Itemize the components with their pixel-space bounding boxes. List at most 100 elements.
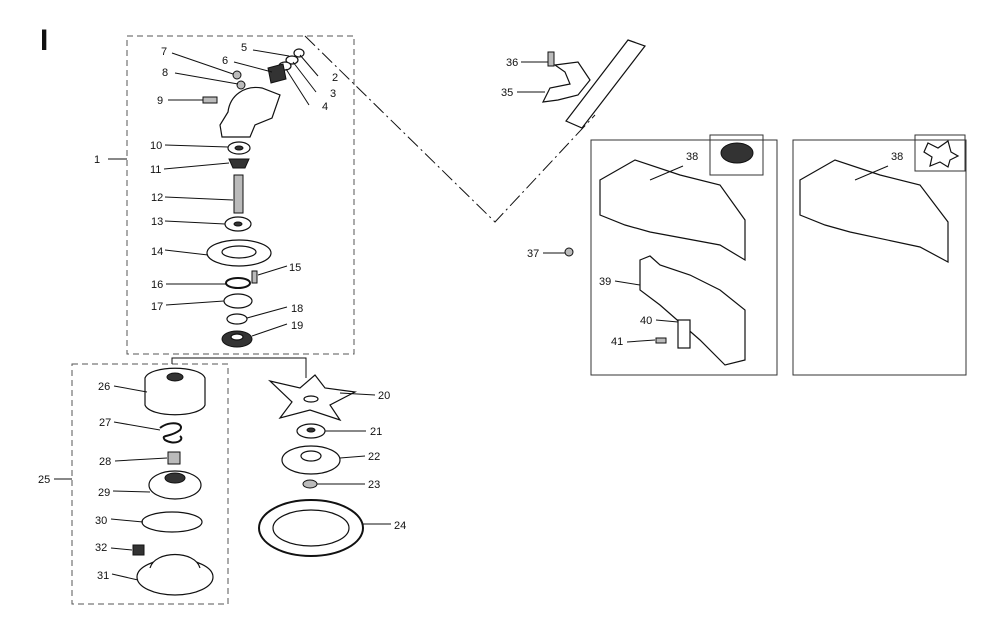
callout-leader — [110, 547, 133, 551]
callout-leader — [164, 144, 229, 148]
callout-leader — [114, 457, 168, 462]
callout-31: 31 — [97, 570, 109, 582]
callout-17: 17 — [151, 301, 163, 313]
callout-6: 6 — [222, 55, 228, 67]
callout-leader — [113, 421, 161, 431]
callout-26: 26 — [98, 381, 110, 393]
callout-leader — [233, 61, 273, 73]
part-9-screw — [202, 96, 218, 104]
callout-41: 41 — [611, 336, 623, 348]
callout-20: 20 — [378, 390, 390, 402]
callout-25: 25 — [38, 474, 50, 486]
callout-15: 15 — [289, 262, 301, 274]
part-17-washer — [223, 293, 253, 309]
part-24-guard-ring-inner — [272, 509, 350, 547]
part-7-screw — [232, 70, 242, 80]
callout-leader — [614, 280, 641, 286]
part-29-spool-hub — [164, 472, 186, 484]
part-12-shaft — [233, 174, 244, 214]
part-26-knob — [166, 372, 184, 382]
part-27-spring — [159, 422, 183, 444]
gear-case — [219, 86, 281, 138]
callout-2: 2 — [332, 72, 338, 84]
callout-1: 1 — [94, 154, 100, 166]
callout-leader — [854, 165, 889, 181]
callout-36: 36 — [506, 57, 518, 69]
callout-leader — [655, 319, 679, 323]
part-15-screw — [251, 270, 258, 284]
callout-leader — [110, 518, 144, 523]
part-29-spool — [148, 470, 202, 500]
callout-40: 40 — [640, 315, 652, 327]
guard-box-blade — [792, 139, 967, 376]
callout-38: 38 — [891, 151, 903, 163]
callout-leader — [251, 323, 288, 337]
guard-38-upper — [599, 159, 746, 262]
part-18-collar — [226, 313, 248, 325]
callout-leader — [292, 61, 317, 93]
part-11-gear — [228, 158, 250, 169]
callout-3: 3 — [330, 88, 336, 100]
callout-leader — [339, 392, 376, 396]
callout-37: 37 — [527, 248, 539, 260]
callout-21: 21 — [370, 426, 382, 438]
callout-leader — [649, 165, 684, 181]
callout-29: 29 — [98, 487, 110, 499]
part-40-bracket — [677, 319, 691, 349]
callout-leader — [163, 162, 230, 170]
part-22-cup-boss — [300, 450, 322, 462]
part-28-bump — [167, 451, 181, 465]
callout-27: 27 — [99, 417, 111, 429]
trimmer-head-group-box — [71, 363, 229, 605]
callout-19: 19 — [291, 320, 303, 332]
callout-leader — [339, 455, 366, 459]
callout-16: 16 — [151, 279, 163, 291]
part-20-blade-hole — [303, 395, 319, 403]
callout-leader — [285, 68, 310, 106]
part-3-ring — [285, 55, 299, 65]
part-30-line — [141, 511, 203, 533]
part-26-spool-cover — [144, 367, 206, 416]
callout-leader — [626, 339, 656, 343]
part-21-washer-hole — [306, 427, 316, 433]
part-41-screw — [655, 337, 667, 344]
shaft-tube — [565, 39, 646, 129]
part-32-eyelet — [132, 544, 145, 556]
callout-leader — [252, 49, 290, 57]
inset-trimmer-head — [709, 134, 764, 176]
callout-leader — [111, 573, 139, 581]
inset-blade-icon — [923, 140, 960, 168]
part-8-screw — [236, 80, 246, 90]
callout-11: 11 — [150, 164, 161, 176]
callout-18: 18 — [291, 303, 303, 315]
callout-10: 10 — [150, 140, 162, 152]
callout-leader — [164, 196, 234, 201]
callout-9: 9 — [157, 95, 163, 107]
callout-12: 12 — [151, 192, 163, 204]
part-19-holder-hole — [230, 333, 244, 341]
inset-trimmer-head-icon — [720, 142, 754, 164]
guard-box-line-trimmer — [590, 139, 778, 376]
callout-leader — [257, 265, 288, 276]
callout-14: 14 — [151, 246, 163, 258]
callout-32: 32 — [95, 542, 107, 554]
callout-leader — [164, 249, 209, 256]
callout-38: 38 — [686, 151, 698, 163]
callout-39: 39 — [599, 276, 611, 288]
part-10-bearing-hole — [234, 145, 244, 151]
connector-lines — [171, 357, 307, 378]
part-23-nut — [302, 479, 318, 489]
callout-leader — [246, 306, 288, 319]
part-6-gear — [267, 63, 287, 84]
guard-38b-upper — [799, 159, 949, 264]
callout-leader — [165, 300, 225, 306]
section-mark: I — [40, 24, 48, 57]
part-14-cover-hole — [221, 245, 257, 259]
part-31-housing-wall — [149, 554, 201, 569]
callout-leader — [299, 54, 319, 77]
guard-39-lower — [639, 255, 746, 366]
callout-30: 30 — [95, 515, 107, 527]
callout-leader — [164, 220, 226, 225]
callout-35: 35 — [501, 87, 513, 99]
